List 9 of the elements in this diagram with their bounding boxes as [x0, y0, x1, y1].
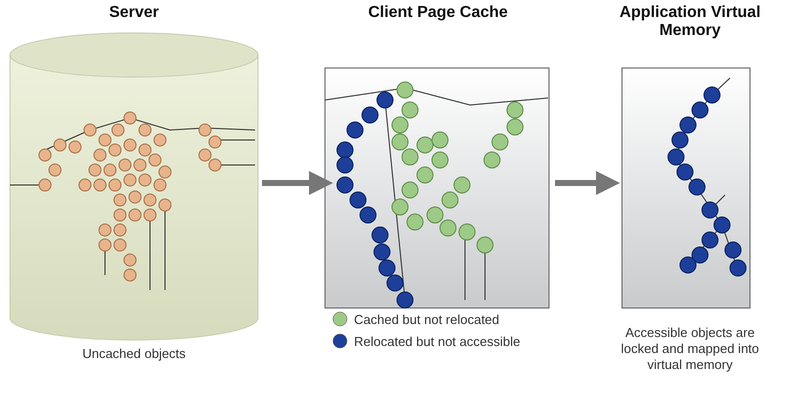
- legend-text: Cached but not relocated: [354, 312, 500, 326]
- node-heading: Client Page Cache: [367, 4, 509, 22]
- legend-text: Relocated but not accessible: [354, 334, 520, 348]
- arrow: [555, 171, 620, 195]
- caption-text: Accessible objects are locked and mapped into virtual memory: [620, 325, 760, 373]
- node-heading: Application Virtual Memory: [618, 4, 762, 40]
- arrow: [262, 171, 333, 195]
- node-heading: Server: [108, 4, 160, 22]
- caption-text: Uncached objects: [81, 346, 187, 362]
